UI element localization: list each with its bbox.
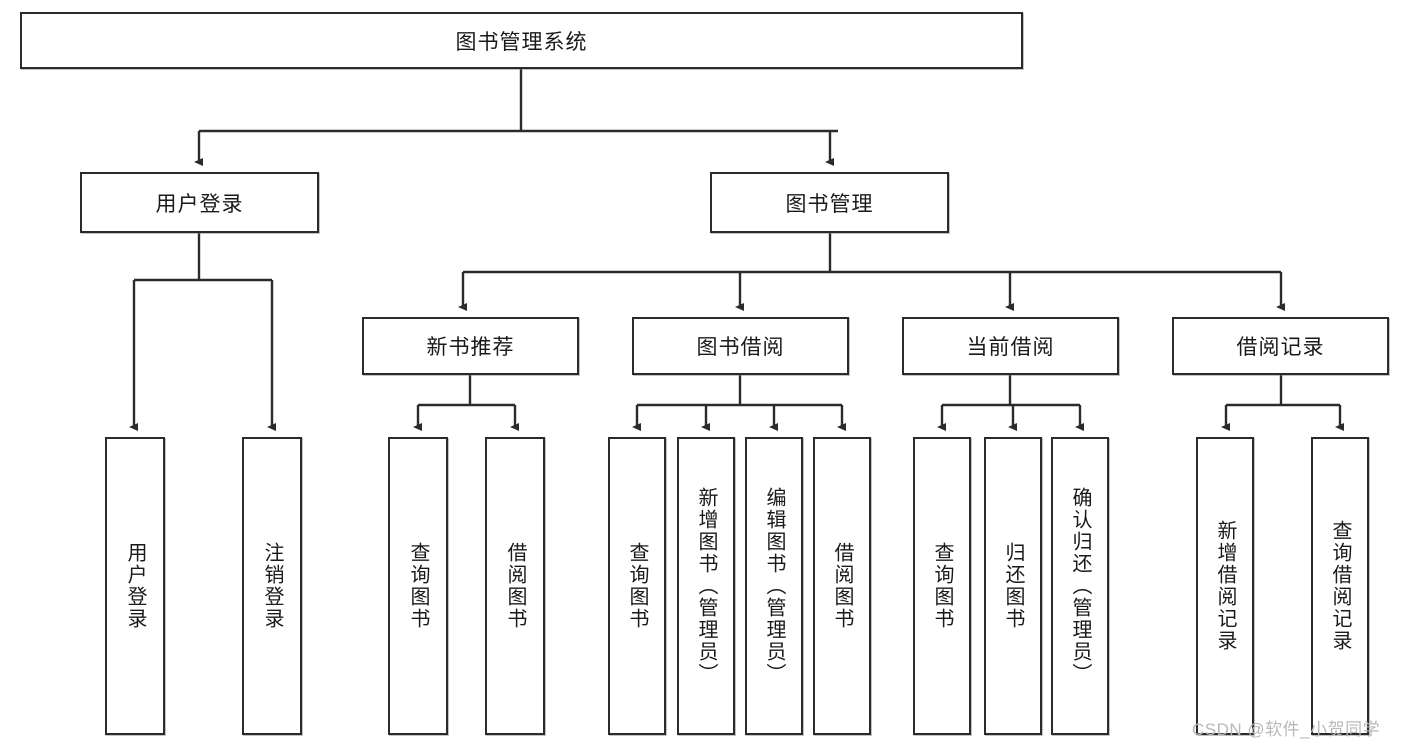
node-leaf-user-logout-label: 注销登录 [261, 542, 283, 630]
csdn-watermark: CSDN @软件_小贺同学 [1192, 720, 1381, 739]
node-leaf-user-logout[interactable]: 注销登录 [242, 437, 302, 735]
node-leaf-query-book-recommend-label: 查询图书 [407, 542, 429, 630]
node-leaf-confirm-return-admin[interactable]: 确认归还（管理员） [1051, 437, 1109, 735]
node-new-book-recommend[interactable]: 新书推荐 [362, 317, 579, 375]
node-new-book-recommend-label: 新书推荐 [426, 336, 515, 359]
node-leaf-add-book-admin-label: 新增图书（管理员） [695, 487, 717, 685]
node-current-borrow-label: 当前借阅 [966, 336, 1055, 359]
node-leaf-query-book-recommend[interactable]: 查询图书 [388, 437, 448, 735]
node-leaf-query-book-borrow-label: 查询图书 [626, 542, 648, 630]
node-leaf-user-login-label: 用户登录 [124, 542, 146, 630]
node-current-borrow[interactable]: 当前借阅 [902, 317, 1119, 375]
node-leaf-add-book-admin[interactable]: 新增图书（管理员） [677, 437, 735, 735]
node-leaf-return-book[interactable]: 归还图书 [984, 437, 1042, 735]
node-book-management[interactable]: 图书管理 [710, 172, 949, 233]
node-leaf-query-borrow-record[interactable]: 查询借阅记录 [1311, 437, 1369, 735]
node-leaf-return-book-label: 归还图书 [1002, 542, 1024, 630]
node-leaf-add-borrow-record-label: 新增借阅记录 [1214, 520, 1236, 652]
node-book-borrow-label: 图书借阅 [696, 336, 785, 359]
node-leaf-edit-book-admin[interactable]: 编辑图书（管理员） [745, 437, 803, 735]
node-leaf-user-login[interactable]: 用户登录 [105, 437, 165, 735]
node-leaf-borrow-book-recommend[interactable]: 借阅图书 [485, 437, 545, 735]
node-leaf-borrow-book-label: 借阅图书 [831, 542, 853, 630]
node-root-label: 图书管理系统 [455, 30, 588, 54]
node-book-borrow[interactable]: 图书借阅 [632, 317, 849, 375]
node-root[interactable]: 图书管理系统 [20, 12, 1023, 69]
node-leaf-query-book-borrow[interactable]: 查询图书 [608, 437, 666, 735]
node-borrow-record[interactable]: 借阅记录 [1172, 317, 1389, 375]
node-leaf-borrow-book[interactable]: 借阅图书 [813, 437, 871, 735]
node-borrow-record-label: 借阅记录 [1236, 336, 1325, 359]
node-leaf-query-book-current-label: 查询图书 [931, 542, 953, 630]
node-user-login[interactable]: 用户登录 [80, 172, 319, 233]
node-leaf-add-borrow-record[interactable]: 新增借阅记录 [1196, 437, 1254, 735]
node-user-login-label: 用户登录 [155, 192, 244, 216]
node-leaf-query-borrow-record-label: 查询借阅记录 [1329, 520, 1351, 652]
node-leaf-query-book-current[interactable]: 查询图书 [913, 437, 971, 735]
node-leaf-confirm-return-admin-label: 确认归还（管理员） [1069, 487, 1091, 685]
node-leaf-borrow-book-recommend-label: 借阅图书 [504, 542, 526, 630]
node-book-management-label: 图书管理 [785, 192, 874, 216]
node-leaf-edit-book-admin-label: 编辑图书（管理员） [763, 487, 785, 685]
